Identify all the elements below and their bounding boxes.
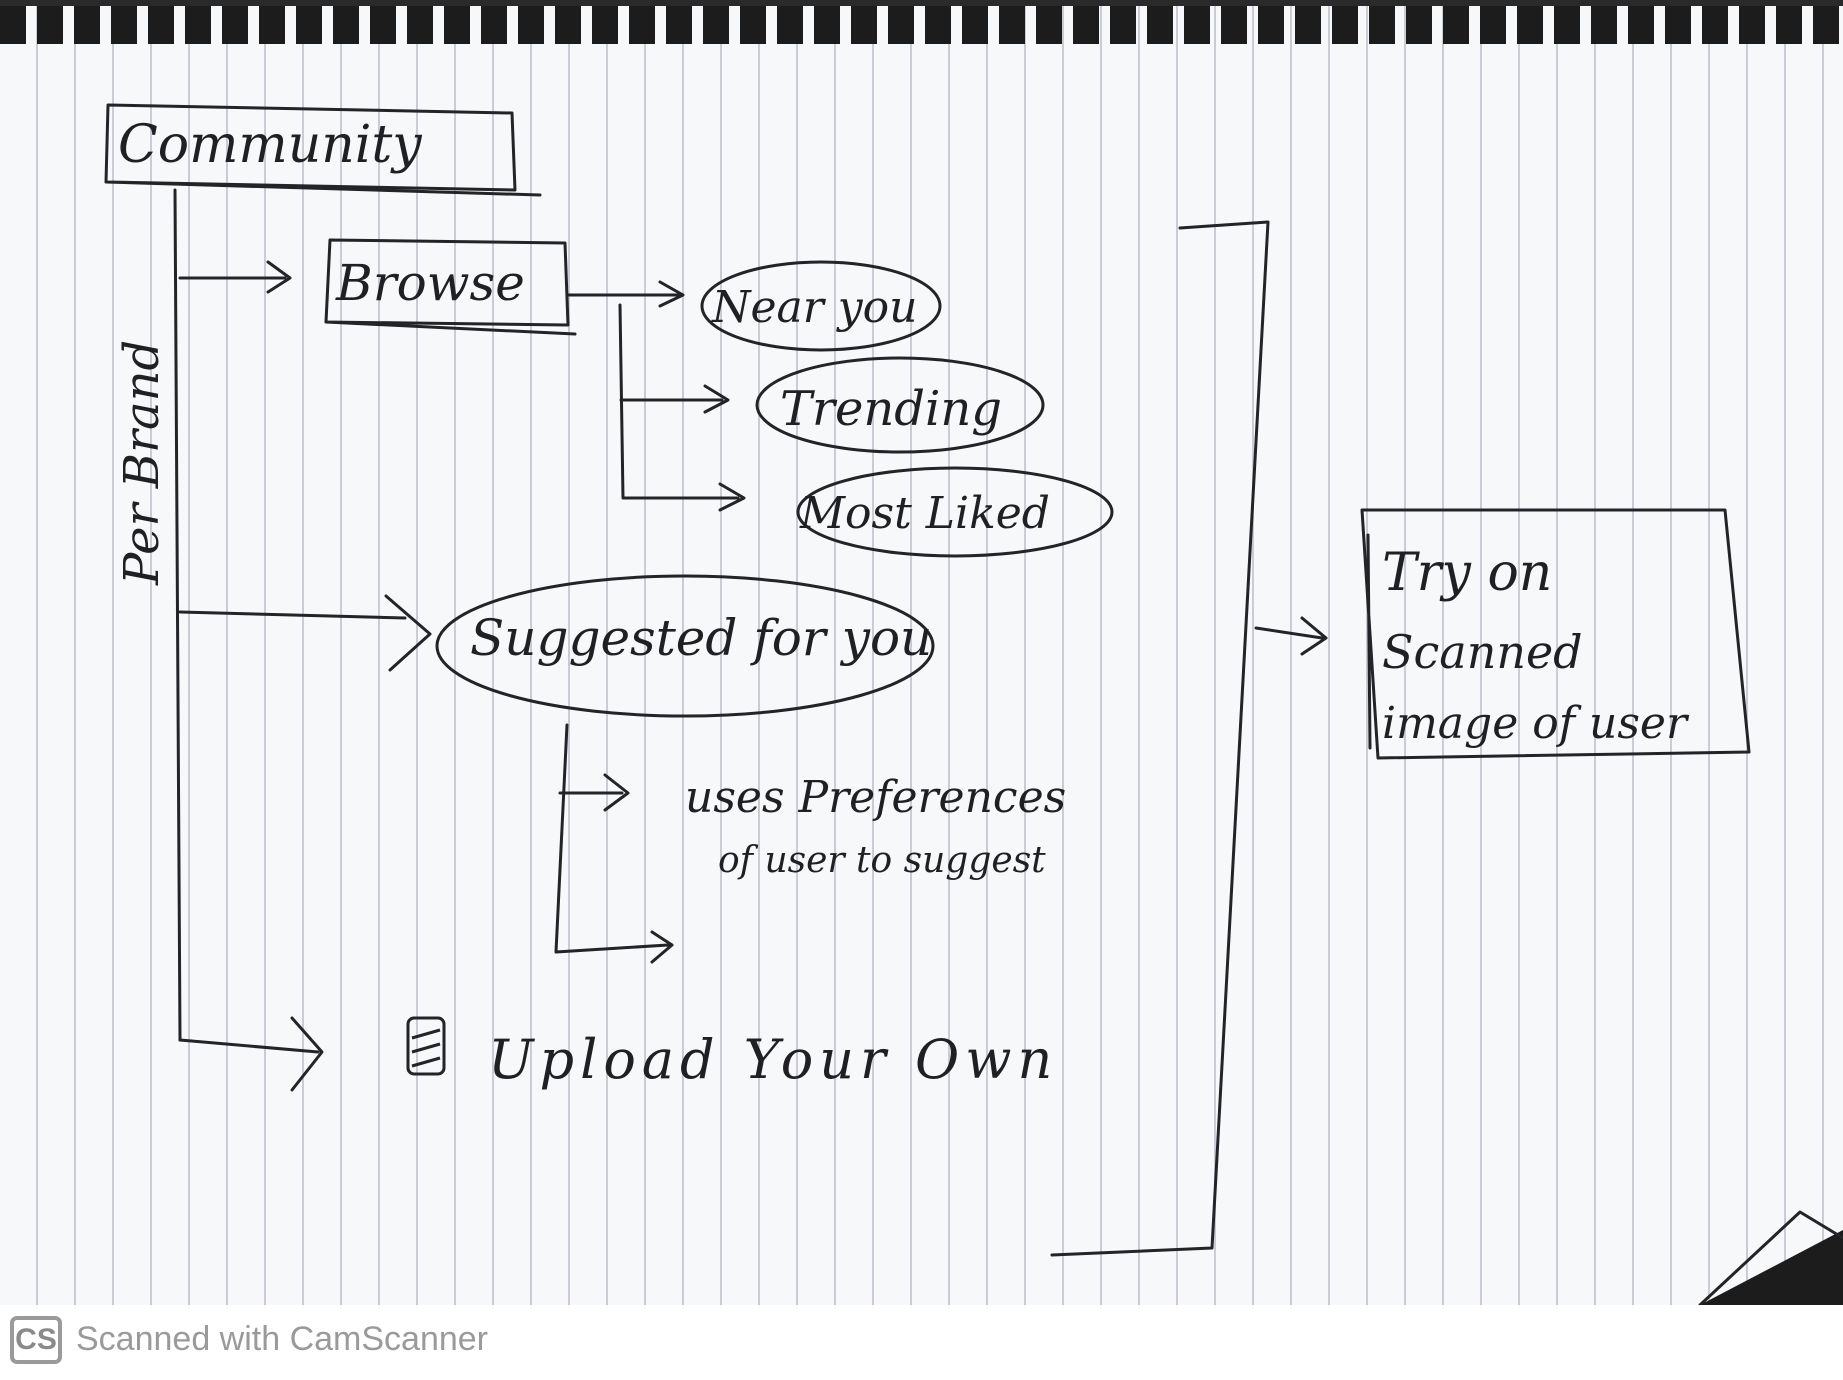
browse-box [324,238,577,336]
page-corner-edge [1698,1210,1843,1305]
suggested-node [435,574,935,718]
community-box [104,103,542,197]
try-on-box [1360,508,1751,760]
camscanner-logo: CS [10,1316,62,1364]
suggested-label: Suggested for you [470,609,932,667]
most-liked-label: Most Liked [799,488,1050,539]
community-label: Community [118,115,422,175]
try-on-line-2: Scanned [1382,625,1583,679]
binding-edge [0,0,1843,6]
arrow-to-suggested [178,594,432,672]
browse-label: Browse [335,254,525,312]
spiral-binding [0,0,1843,44]
near-you-label: Near you [711,282,917,333]
right-bracket [1050,220,1328,1257]
page-corner-fold [1700,1230,1843,1305]
suggested-branch-lines [554,723,674,964]
scanner-watermark-bar [0,1305,1843,1380]
upload-label: Upload Your Own [488,1028,1058,1091]
try-on-line-1: Try on [1382,543,1552,603]
arrow-to-upload [178,1016,324,1092]
most-liked-node [796,466,1114,558]
flow-diagram: Community Per Brand Browse Near you Tren… [104,103,1843,1305]
per-brand-label: Per Brand [114,340,170,586]
preferences-line-2: of user to suggest [718,840,1046,881]
preferences-line-1: uses Preferences [685,772,1066,823]
camscanner-watermark-text: Scanned with CamScanner [76,1320,489,1358]
trending-node [755,356,1045,454]
browse-branch-lines [566,280,746,512]
upload-icon [406,1016,446,1076]
try-on-line-3: image of user [1382,698,1690,749]
notebook-page [0,0,1843,1305]
spine-line [173,188,182,1042]
near-you-node [700,260,942,352]
arrow-to-browse [178,260,292,294]
trending-label: Trending [780,381,1002,437]
